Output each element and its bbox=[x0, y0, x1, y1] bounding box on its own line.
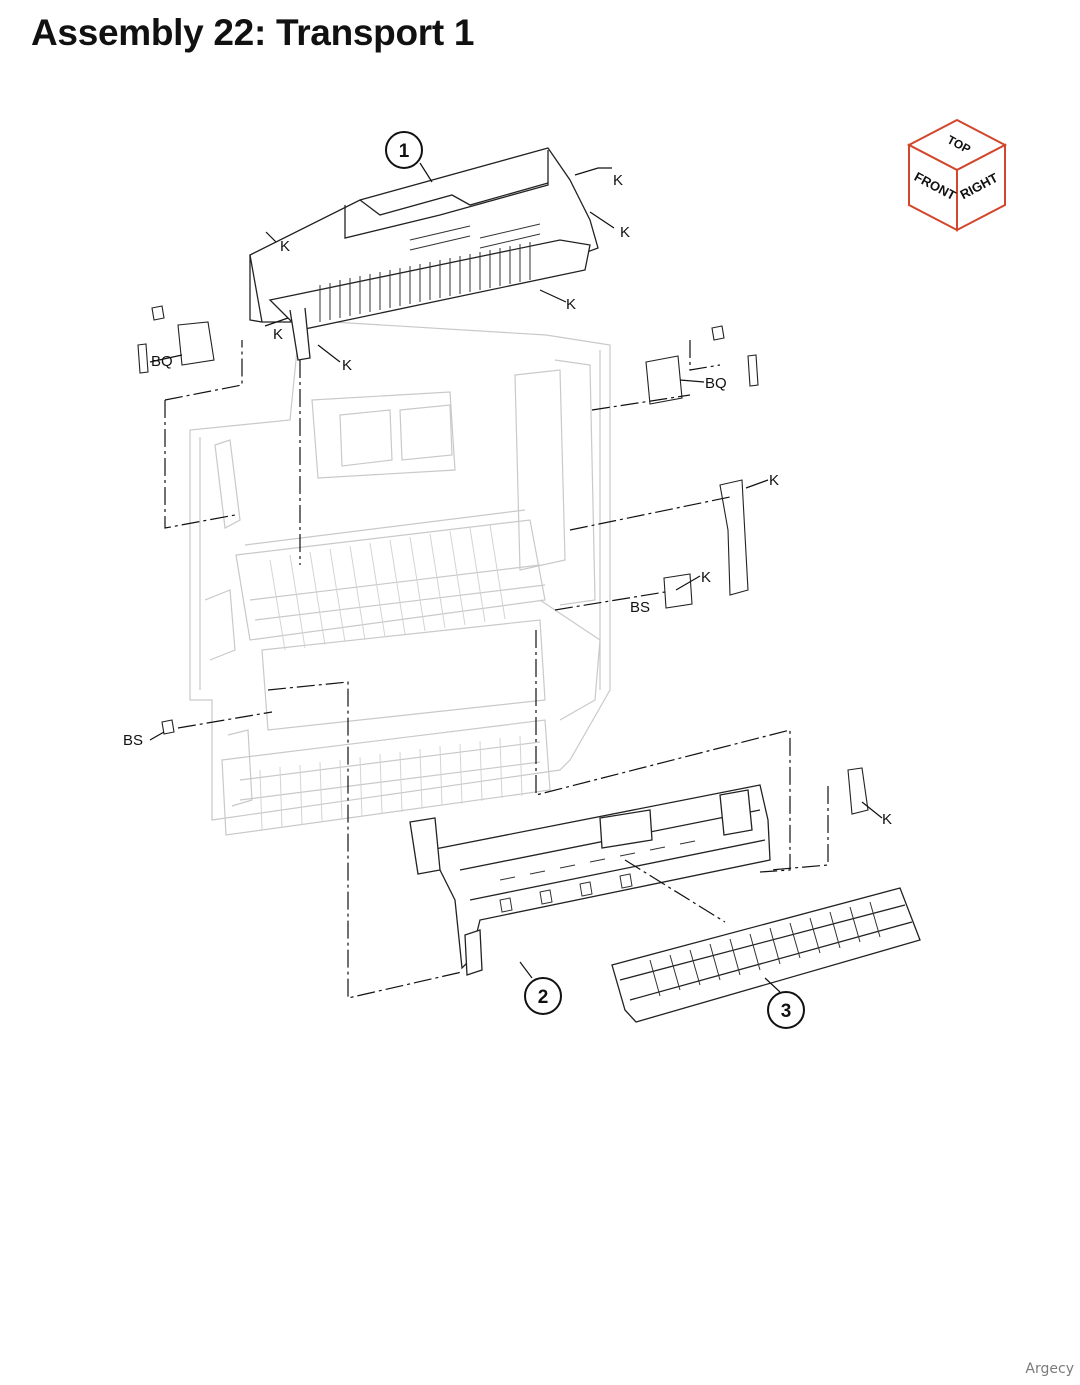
label-k-3: K bbox=[280, 238, 290, 255]
callout-2-number: 2 bbox=[538, 987, 549, 1008]
part-3-rib-detail bbox=[649, 901, 881, 997]
label-bs-2: BS bbox=[123, 732, 143, 749]
label-k-2: K bbox=[620, 224, 630, 241]
label-k-4: K bbox=[566, 296, 576, 313]
label-bq-2: BQ bbox=[705, 375, 727, 392]
part-3-guide-tray bbox=[611, 887, 921, 1023]
part-2-slot-detail bbox=[499, 840, 696, 913]
part-1-rib-detail bbox=[319, 223, 541, 322]
part-1-upper-guide bbox=[249, 147, 599, 361]
label-bq-1: BQ bbox=[151, 353, 173, 370]
label-k-1: K bbox=[613, 172, 623, 189]
label-k-8: K bbox=[701, 569, 711, 586]
callout-1: 1 bbox=[385, 131, 423, 169]
label-bs-1: BS bbox=[630, 599, 650, 616]
leader-lines bbox=[149, 162, 883, 999]
label-k-7: K bbox=[769, 472, 779, 489]
part-2-lower-transport bbox=[409, 784, 771, 976]
callout-1-number: 1 bbox=[399, 141, 410, 162]
label-k-6: K bbox=[342, 357, 352, 374]
callout-2: 2 bbox=[524, 977, 562, 1015]
watermark-text: Argecy bbox=[1025, 1361, 1074, 1377]
callout-3-number: 3 bbox=[781, 1001, 792, 1022]
small-hardware bbox=[137, 305, 869, 815]
orientation-cube: TOP FRONT RIGHT bbox=[906, 118, 1008, 232]
frame-rib-pattern bbox=[259, 524, 523, 831]
label-k-9: K bbox=[882, 811, 892, 828]
callout-3: 3 bbox=[767, 991, 805, 1029]
page-title: Assembly 22: Transport 1 bbox=[31, 12, 475, 53]
label-k-5: K bbox=[273, 326, 283, 343]
